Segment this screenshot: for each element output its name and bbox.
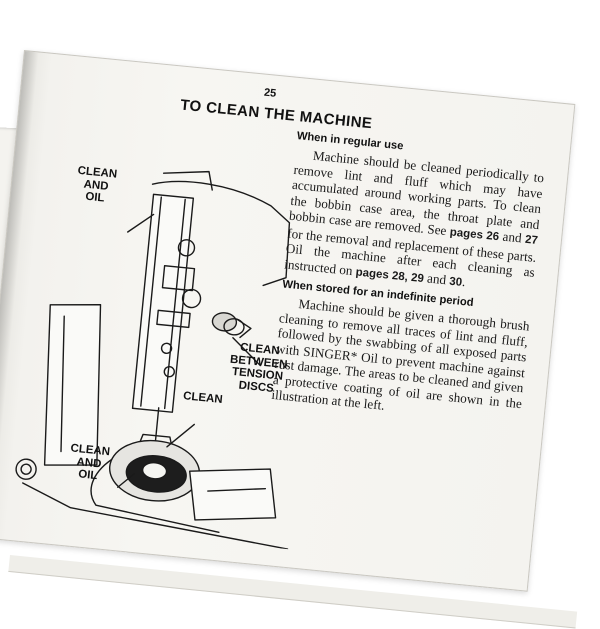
page-number: 25 [263,86,277,100]
label-clean-and-oil-bottom: CLEAN AND OIL [69,442,111,483]
paragraph-stored: Machine should be given a thorough brush… [270,296,531,413]
photo-scene: 25 TO CLEAN THE MACHINE [0,50,578,629]
label-clean-and-oil-top: CLEAN AND OIL [77,164,118,205]
paragraph-regular-use: Machine should be cleaned periodically t… [283,147,545,289]
sewing-machine-illustration [15,170,291,550]
text-column: When in regular use Machine should be cl… [270,130,546,432]
manual-page: 25 TO CLEAN THE MACHINE [0,50,576,592]
